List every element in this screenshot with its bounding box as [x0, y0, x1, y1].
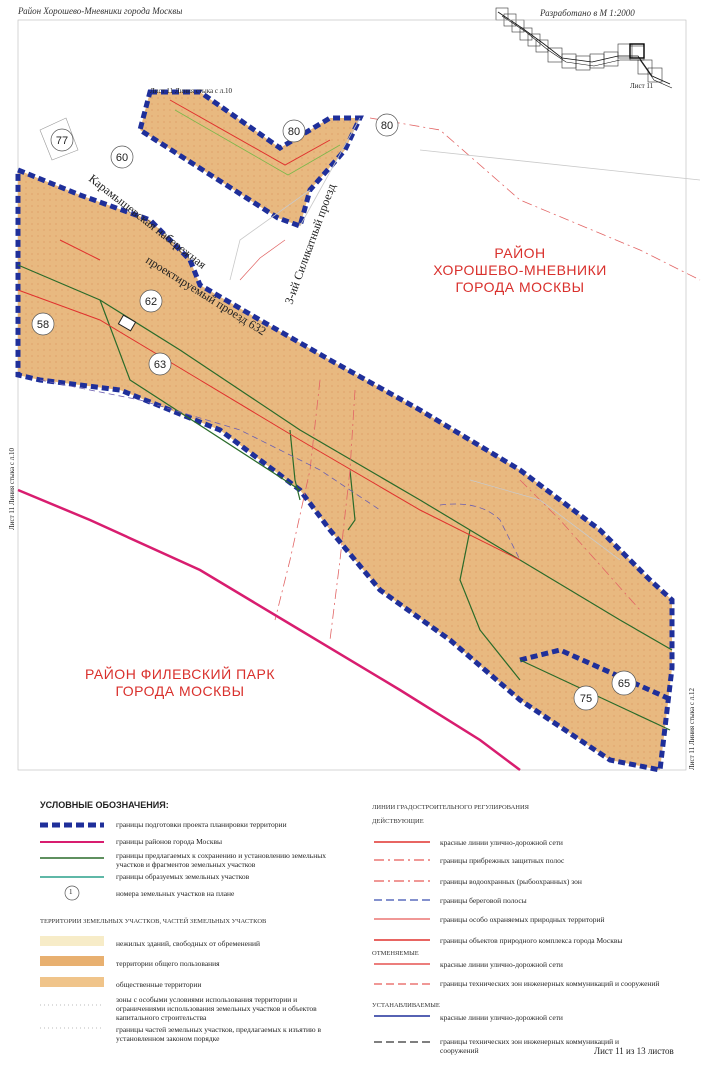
district-north-line-3: ГОРОДА МОСКВЫ — [455, 279, 585, 295]
district-south-line-1: РАЙОН ФИЛЕВСКИЙ ПАРК — [85, 666, 275, 682]
legend-territories-header: ТЕРРИТОРИИ ЗЕМЕЛЬНЫХ УЧАСТКОВ, ЧАСТЕЙ ЗЕ… — [40, 918, 267, 925]
parcel-58-number: 58 — [37, 319, 49, 331]
legend-acting-red-lines: красные линии улично-дорожной сети — [440, 838, 563, 847]
legend-acting-protected: границы особо охраняемых природных терри… — [440, 915, 605, 924]
legend-parcel-numbers: номера земельных участков на плане — [116, 889, 235, 898]
district-boundary — [17, 488, 521, 771]
parcel-77-number: 77 — [56, 135, 68, 147]
sheet-count: Лист 11 из 13 листов — [594, 1046, 674, 1056]
legend-title: УСЛОВНЫЕ ОБОЗНАЧЕНИЯ: — [40, 800, 169, 810]
legend-acting-nature: границы объектов природного комплекса го… — [440, 936, 623, 945]
legend-cancelled-tech-zones: границы технических зон инженерных комму… — [440, 979, 660, 988]
legend-acting-header: ДЕЙСТВУЮЩИЕ — [372, 818, 424, 825]
parcel-63: 63 — [148, 352, 172, 376]
parcel-75-number: 75 — [580, 693, 592, 705]
parcel-80a: 80 — [282, 119, 306, 143]
legend-acting-shore: границы береговой полосы — [440, 896, 527, 905]
district-south-line-2: ГОРОДА МОСКВЫ — [115, 683, 245, 699]
legend-cancelled-red-lines: красные линии улично-дорожной сети — [440, 960, 563, 969]
legend-territory-zones: зоны с особыми условиями использования т… — [116, 995, 317, 1022]
parcel-80-block — [137, 89, 364, 230]
sheet-index-map — [495, 7, 673, 89]
parcel-80b-number: 80 — [381, 120, 393, 132]
map-canvas: 77 60 80 80 62 58 63 75 65 Карамышевская… — [8, 19, 701, 773]
index-sheet-label: Лист 11 — [630, 82, 654, 90]
joint-label-top: Лист 11 Линия стыка с л.10 — [150, 87, 232, 95]
joint-label-left: Лист 11 Линия стыка с л.10 — [8, 448, 16, 530]
legend-parcel-number-sample: 1 — [69, 888, 73, 896]
parcel-80a-number: 80 — [288, 126, 300, 138]
legend-established-header: УСТАНАВЛИВАЕМЫЕ — [372, 1002, 440, 1009]
legend-acting-water: границы водоохранных (рыбоохранных) зон — [440, 877, 582, 886]
district-north-line-2: ХОРОШЕВО-МНЕВНИКИ — [433, 262, 607, 278]
legend-kept-parcels: границы предлагаемых к сохранению и уста… — [116, 851, 327, 869]
legend-cancelled-header: ОТМЕНЯЕМЫЕ — [372, 950, 419, 957]
legend-symbols-left — [40, 822, 104, 1029]
parcel-63-number: 63 — [154, 359, 166, 371]
parcel-60: 60 — [110, 145, 134, 169]
legend-territory-free: нежилых зданий, свободных от обременений — [116, 939, 261, 948]
map-title: Район Хорошево-Мневники города Москвы — [18, 6, 183, 16]
legend-established-tech-zones: границы технических зон инженерных комму… — [440, 1037, 619, 1055]
joint-label-right: Лист 11 Линия стыка с л.12 — [688, 688, 696, 770]
parcel-62: 62 — [139, 289, 163, 313]
parcel-62-number: 62 — [145, 296, 157, 308]
parcel-75: 75 — [573, 685, 599, 711]
legend-regulation-header: ЛИНИИ ГРАДОСТРОИТЕЛЬНОГО РЕГУЛИРОВАНИЯ — [372, 804, 529, 811]
district-north-line-1: РАЙОН — [494, 245, 546, 261]
parcel-60-number: 60 — [116, 152, 128, 164]
building-marker — [117, 314, 137, 332]
scale-note: Разработано в М 1:2000 — [540, 8, 635, 18]
parcel-65-number: 65 — [618, 678, 630, 690]
legend-territory-seizure: границы частей земельных участков, предл… — [116, 1025, 322, 1043]
parcel-58: 58 — [31, 312, 55, 336]
parcel-80b: 80 — [375, 113, 399, 137]
legend-plan-boundary: границы подготовки проекта планировки те… — [116, 820, 287, 829]
legend-acting-coastal: границы прибрежных защитных полос — [440, 856, 565, 865]
parcel-77: 77 — [50, 128, 74, 152]
district-label-north: РАЙОН ХОРОШЕВО-МНЕВНИКИ ГОРОДА МОСКВЫ — [410, 245, 630, 296]
legend-new-parcels: границы образуемых земельных участков — [116, 872, 250, 881]
parcel-65: 65 — [611, 670, 637, 696]
legend-territory-social: общественные территории — [116, 980, 202, 989]
legend-territory-public: территории общего пользования — [116, 959, 220, 968]
legend-symbols-right — [374, 841, 430, 1043]
map-frame — [17, 19, 687, 771]
parcel-labels: 77 60 80 80 62 58 63 75 65 — [31, 113, 637, 711]
legend-district-boundary: границы районов города Москвы — [116, 837, 223, 846]
district-label-south: РАЙОН ФИЛЕВСКИЙ ПАРК ГОРОДА МОСКВЫ — [60, 666, 300, 700]
legend-established-red-lines: красные линии улично-дорожной сети — [440, 1013, 563, 1022]
planning-corridor — [15, 166, 675, 773]
